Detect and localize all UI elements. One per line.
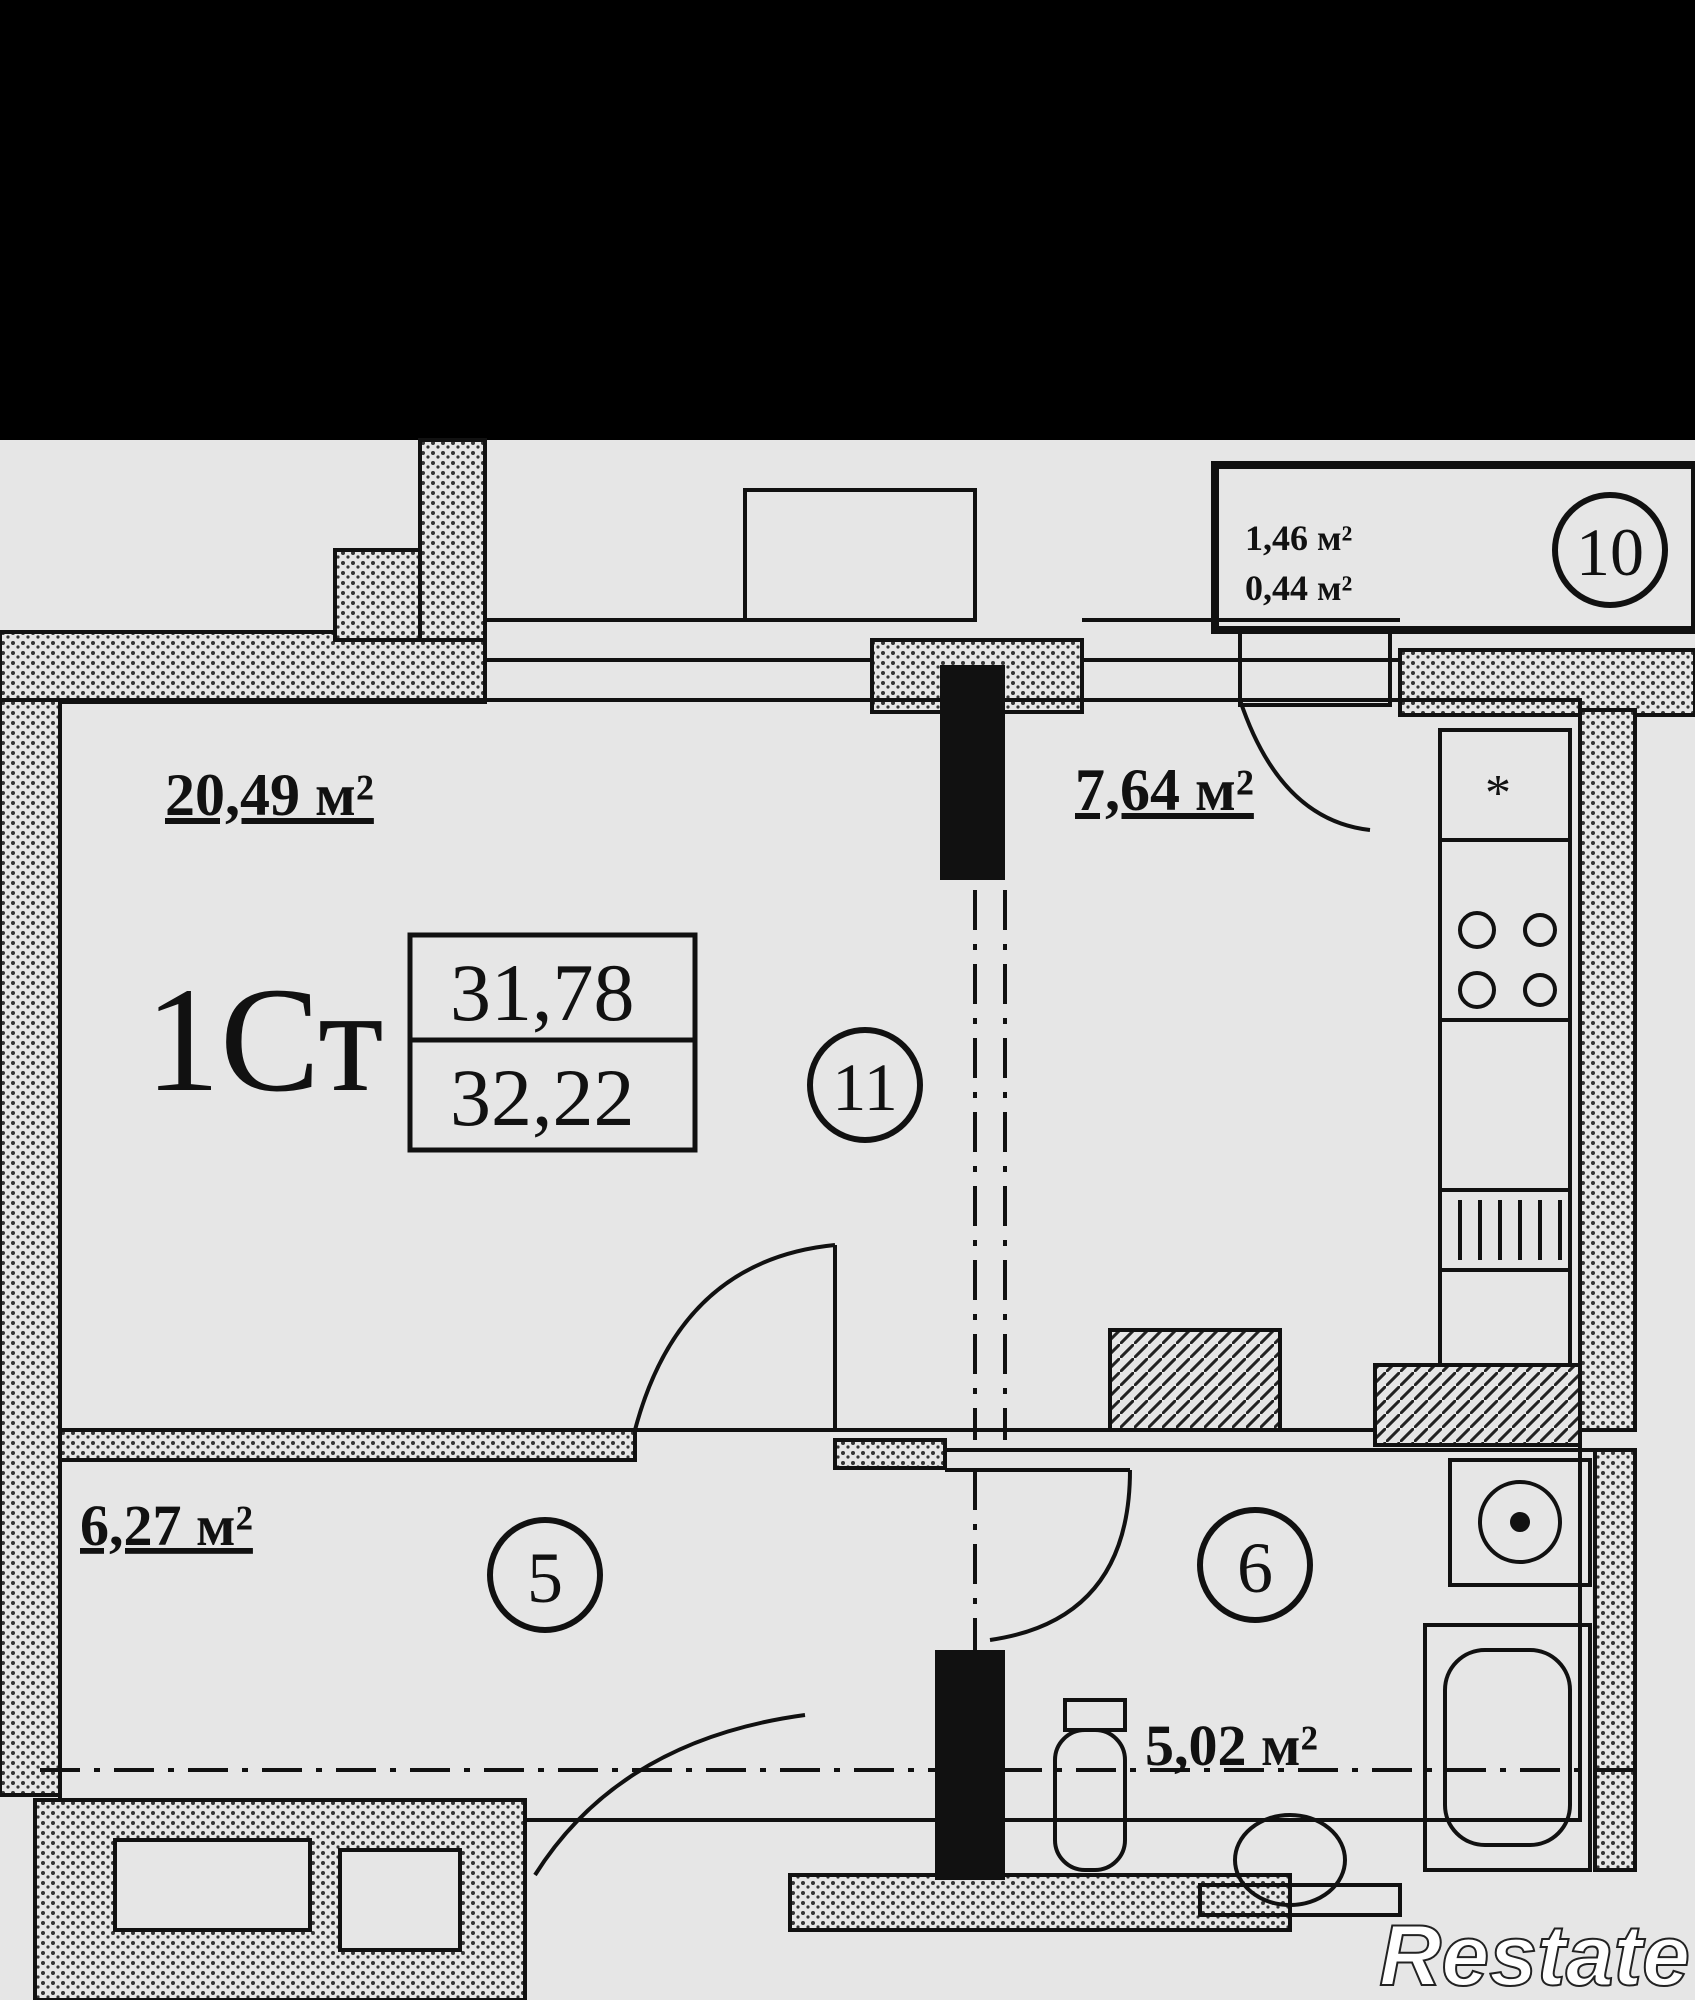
svg-text:10: 10: [1576, 514, 1644, 590]
area-box-bottom: 32,22: [450, 1052, 635, 1143]
area-label-kitchen: 7,64 м²: [1075, 757, 1254, 823]
axis-lines: [40, 890, 1640, 1772]
partition-column-bottom: [935, 1650, 1005, 1880]
svg-text:5: 5: [527, 1538, 563, 1618]
area-label-balcony-2: 0,44 м²: [1245, 568, 1352, 608]
svg-text:11: 11: [832, 1049, 897, 1125]
doors: [533, 699, 1371, 1877]
restate-watermark: Restate: [1379, 1908, 1690, 2000]
marker-5: 5: [487, 1517, 603, 1633]
kitchen-fixtures: [1108, 728, 1582, 1447]
room-outlines: [58, 461, 1695, 1822]
area-box-top: 31,78: [450, 947, 635, 1038]
area-label-bathroom: 5,02 м²: [1145, 1713, 1318, 1778]
area-label-living: 20,49 м²: [165, 762, 374, 828]
area-label-hall: 6,27 м²: [80, 1493, 253, 1558]
apartment-type-label: 1Ст: [145, 957, 384, 1123]
asterisk-icon: *: [1485, 765, 1511, 822]
area-box: [407, 932, 698, 1153]
area-label-balcony-1: 1,46 м²: [1245, 518, 1352, 558]
marker-6: 6: [1197, 1507, 1313, 1623]
bathroom-fixtures: [1053, 1458, 1592, 1917]
storage-unit: [33, 1798, 527, 2000]
svg-text:6: 6: [1237, 1528, 1273, 1608]
marker-10: 10: [1552, 492, 1668, 608]
marker-11: 11: [807, 1027, 923, 1143]
partition-column-top: [940, 665, 1005, 880]
